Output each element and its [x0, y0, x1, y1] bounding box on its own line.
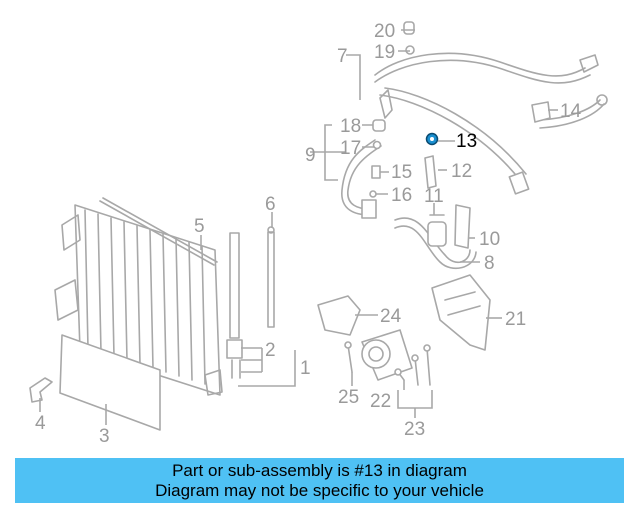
info-banner: Part or sub-assembly is #13 in diagram D… [15, 458, 624, 503]
highlighted-part-13 [425, 132, 439, 146]
condenser-part [54, 204, 223, 396]
refrigerant-lines-part [374, 52, 608, 195]
liquid-line-part [394, 217, 477, 270]
shield-21-part [431, 274, 491, 351]
fitting-18-part [372, 119, 386, 132]
callout-23: 23 [404, 419, 425, 440]
callout-14: 14 [560, 101, 582, 122]
bolt-22-part [394, 368, 405, 381]
compressor-part [361, 329, 413, 381]
bolts-23-part [411, 344, 431, 386]
callout-1: 1 [300, 358, 311, 379]
small-bracket-part [29, 377, 53, 403]
callout-24: 24 [380, 306, 402, 327]
callout-21: 21 [505, 309, 526, 330]
side-bracket-part [267, 226, 275, 328]
callout-25: 25 [338, 387, 359, 408]
fitting-17-part [372, 140, 382, 150]
clip-16-part [369, 190, 377, 198]
valve-15-part [371, 165, 381, 179]
callout-19: 19 [374, 42, 395, 63]
callout-8: 8 [484, 253, 495, 274]
callout-22: 22 [370, 391, 391, 412]
callout-labels: 20 19 7 18 17 9 15 16 13 12 11 14 10 8 2… [35, 21, 582, 447]
seal-strip-part [99, 197, 218, 266]
bracket-12-part [424, 155, 437, 189]
parts-diagram: 20 19 7 18 17 9 15 16 13 12 11 14 10 8 2… [29, 21, 608, 447]
callout-6: 6 [265, 194, 276, 215]
callout-7: 7 [337, 46, 348, 67]
suction-hose-part [341, 139, 382, 219]
bolt-25-part [344, 341, 353, 373]
fitting-19-part [405, 45, 415, 55]
callout-9: 9 [305, 145, 316, 166]
leader-lines [39, 29, 558, 425]
callout-3: 3 [99, 426, 110, 447]
callout-20: 20 [374, 21, 395, 42]
fitting-20-part [403, 21, 415, 35]
callout-12: 12 [451, 161, 472, 182]
drier-tube-part [226, 232, 243, 379]
sensor-14-part [531, 101, 551, 123]
callout-5: 5 [194, 216, 205, 237]
reservoir-24-part [317, 295, 361, 336]
callout-18: 18 [340, 116, 361, 137]
banner-line-1: Part or sub-assembly is #13 in diagram [172, 460, 467, 480]
callout-2: 2 [265, 340, 276, 361]
callout-17: 17 [340, 138, 361, 159]
callout-15: 15 [391, 162, 412, 183]
receiver-drier-part [427, 214, 447, 247]
callout-13: 13 [456, 131, 477, 152]
callout-10: 10 [479, 229, 500, 250]
bracket-10-part [454, 204, 471, 249]
callout-11: 11 [424, 186, 444, 207]
callout-16: 16 [391, 185, 412, 206]
dust-filter-part [59, 334, 161, 431]
banner-line-2: Diagram may not be specific to your vehi… [155, 480, 484, 500]
callout-4: 4 [35, 413, 46, 434]
